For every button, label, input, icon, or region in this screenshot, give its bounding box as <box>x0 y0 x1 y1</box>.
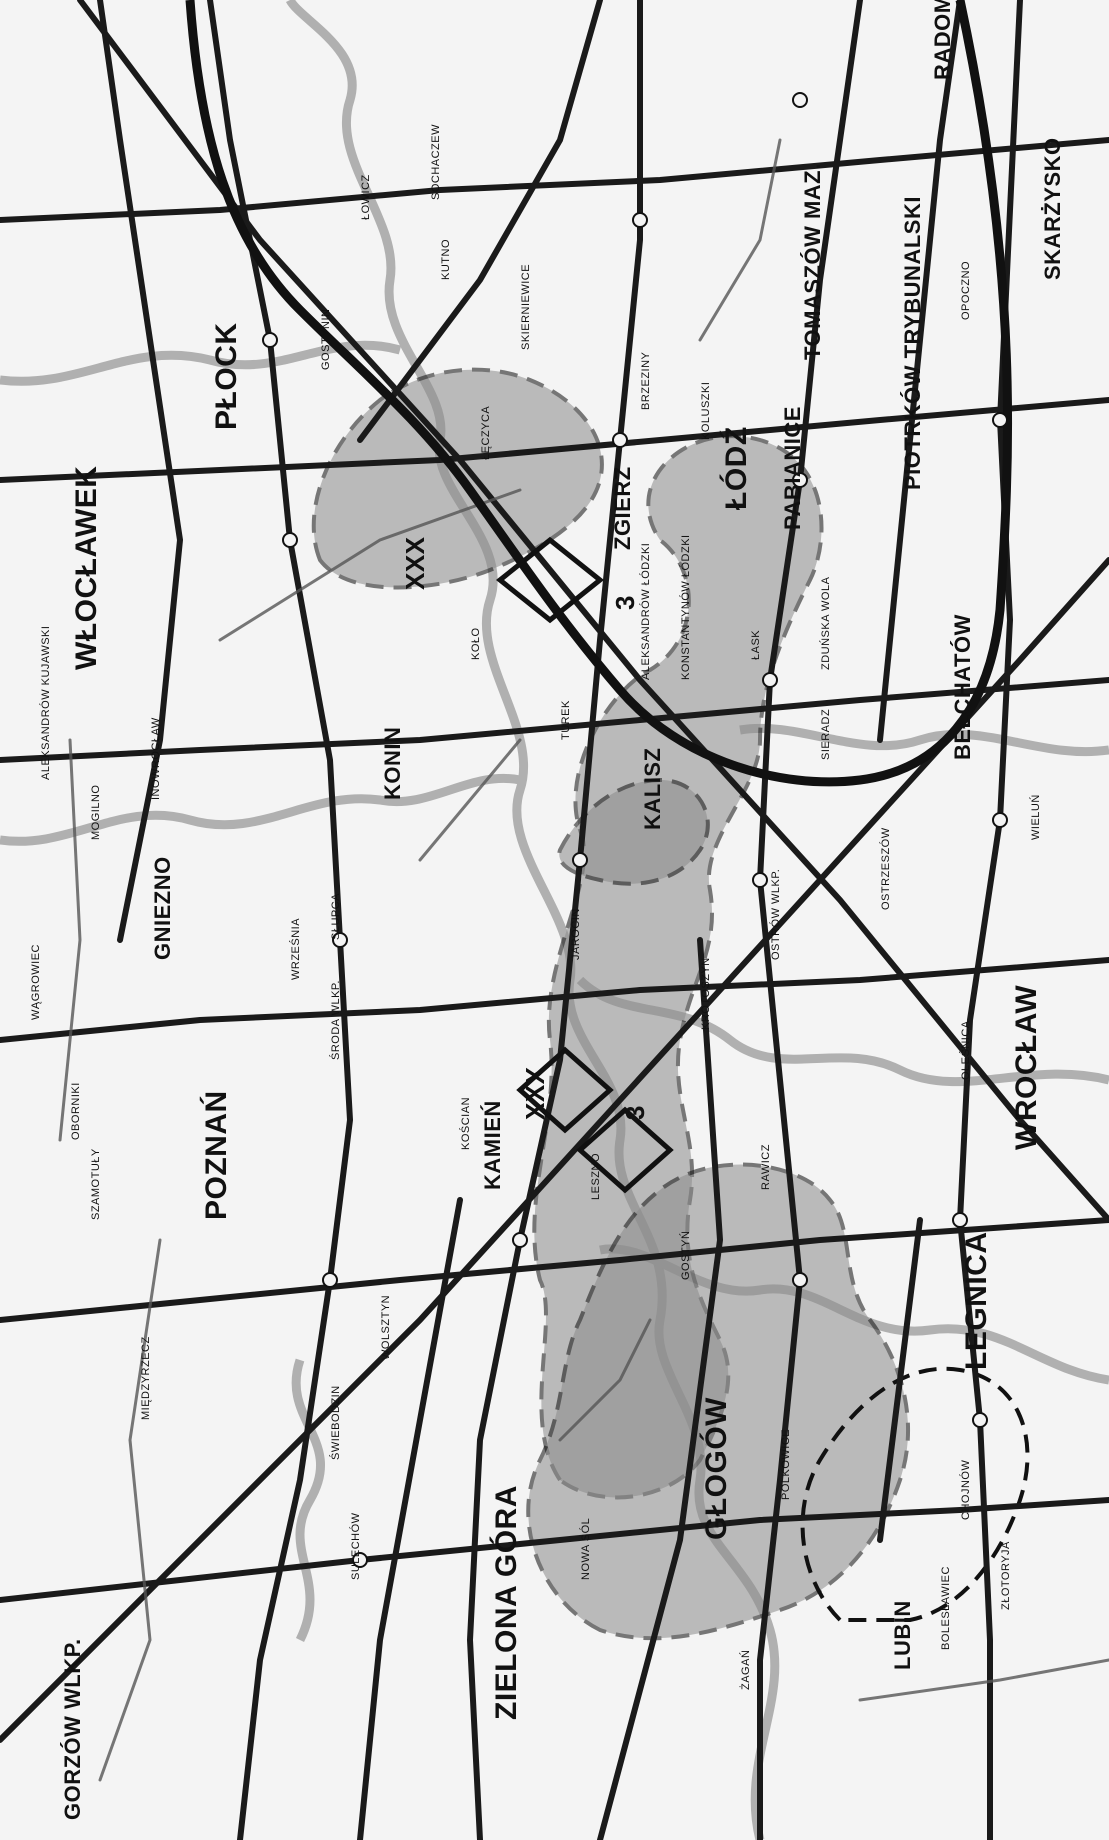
town-label-inowroclaw: INOWROCŁAW <box>150 717 162 800</box>
city-label-belchatow: BEŁCHATÓW <box>950 614 975 760</box>
minor-roads <box>58 138 1109 1782</box>
town-label-krotoszyn: KROTOSZYN <box>700 957 712 1030</box>
town-label-gostynin: GOSTYNIN <box>320 308 332 370</box>
unit-symbol-south-a <box>516 1046 614 1134</box>
city-label-wloclawek: WŁOCŁAWEK <box>70 465 103 670</box>
town-label-wielun: WIELUŃ <box>1030 794 1042 840</box>
town-label-sulechow: SULECHÓW <box>350 1512 362 1580</box>
town-label-gostyn: GOSTYŃ <box>680 1230 692 1280</box>
town-label-olesnica: OLEŚNICA <box>960 1020 972 1080</box>
town-label-pabianice: PABIANICE <box>780 406 805 530</box>
city-label-glogow: GŁOGÓW <box>700 1397 733 1540</box>
unit-b-number: 3 <box>620 1105 650 1120</box>
town-label-oborniki: OBORNIKI <box>70 1082 82 1140</box>
town-label-leczyca: ŁĘCZYCA <box>480 405 492 460</box>
town-label-ostrow: OSTRÓW WLKP. <box>770 868 782 960</box>
town-label-jarocin: JAROCIN <box>570 908 582 960</box>
town-label-mogilno: MOGILNO <box>90 784 102 840</box>
unit-symbol-north <box>495 536 605 624</box>
city-label-wroclaw: WROCŁAW <box>1010 984 1043 1150</box>
town-label-wrzesnia: WRZEŚNIA <box>290 917 302 980</box>
town-label-kolo: KOŁO <box>470 627 482 660</box>
town-label-opoczno: OPOCZNO <box>960 260 972 320</box>
town-label-swiebodzin: ŚWIEBODZIN <box>330 1385 342 1460</box>
town-label-brzeziny: BRZEZINY <box>640 351 652 410</box>
town-label-boleslawiec: BOLESŁAWIEC <box>940 1566 952 1650</box>
city-label-kalisz: KALISZ <box>640 747 665 830</box>
unit-a-number: 3 <box>610 595 640 610</box>
city-label-tomaszow: TOMASZÓW MAZ. <box>800 163 825 360</box>
unit-a-echelon: XXX <box>400 536 430 590</box>
city-label-poznan: POZNAŃ <box>200 1090 233 1220</box>
town-label-aleksandrow-k: ALEKSANDRÓW KUJAWSKI <box>40 625 52 780</box>
town-label-wagrowiec: WĄGROWIEC <box>30 944 42 1020</box>
town-label-aleksandrow-l: ALEKSANDRÓW ŁÓDZKI <box>640 542 652 680</box>
town-label-leszno: LESZNO <box>590 1152 602 1200</box>
town-label-zagan: ŻAGAŃ <box>740 1649 752 1690</box>
town-label-nowa-sol: NOWA SÓL <box>580 1517 592 1580</box>
town-label-chojnow: CHOJNÓW <box>960 1459 972 1520</box>
city-label-radom: RADOM <box>930 0 955 80</box>
city-label-plock: PŁOCK <box>210 322 243 431</box>
town-label-sroda: ŚRODA WLKP. <box>330 980 342 1060</box>
city-label-piotrkow: PIOTRKÓW TRYBUNALSKI <box>900 196 925 490</box>
southwest-zone-outline <box>800 1366 1030 1622</box>
group-label-kamien: KAMIEŃ <box>480 1100 505 1190</box>
unit-symbol-south-b <box>576 1106 674 1194</box>
town-label-gorzow: GORZÓW WLKP. <box>60 1638 85 1820</box>
town-label-sieradz: SIERADZ <box>820 708 832 760</box>
shaded-area-north <box>532 434 824 1500</box>
town-label-rawicz: RAWICZ <box>760 1144 772 1190</box>
city-label-zielona-gora: ZIELONA GÓRA <box>490 1485 523 1720</box>
town-label-zgierz: ZGIERZ <box>610 466 635 550</box>
motorway <box>185 0 1013 787</box>
town-markers <box>262 92 1008 1568</box>
town-label-skierniewice: SKIERNIEWICE <box>520 263 532 350</box>
town-label-slupca: SŁUPCA <box>330 892 342 940</box>
town-label-miedzyrzecz: MIĘDZYRZECZ <box>140 1336 152 1420</box>
city-label-lubin: LUBIN <box>890 1600 915 1670</box>
city-label-lodz: ŁÓDŹ <box>720 426 753 510</box>
city-label-gniezno: GNIEZNO <box>150 856 175 960</box>
town-label-wolsztyn: WOLSZTYN <box>380 1294 392 1360</box>
town-label-kutno: KUTNO <box>440 239 452 280</box>
town-label-zdunska: ZDUŃSKA WOLA <box>820 576 832 670</box>
unit-b-echelon: XXX <box>520 1066 550 1120</box>
city-label-konin: KONIN <box>380 726 405 800</box>
town-label-sochaczew: SOCHACZEW <box>430 124 442 200</box>
town-label-koscian: KOŚCIAN <box>460 1096 472 1150</box>
town-label-lowicz: ŁOWICZ <box>360 174 372 220</box>
town-label-polkowice: POLKOWICE <box>780 1428 792 1500</box>
town-label-turek: TUREK <box>560 700 572 740</box>
town-label-konstantynow: KONSTANTYNÓW ŁÓDZKI <box>680 534 692 680</box>
town-label-szamotuly: SZAMOTUŁY <box>90 1148 102 1220</box>
town-label-zlotoryja: ZŁOTORYJA <box>1000 1541 1012 1610</box>
town-label-lask: ŁASK <box>750 629 762 660</box>
town-label-koluszki: KOLUSZKI <box>700 381 712 440</box>
city-label-legnica: LEGNICA <box>960 1231 993 1371</box>
town-label-ostrzeszow: OSTRZESZÓW <box>880 827 892 910</box>
city-label-skarzysko: SKARŻYSKO <box>1040 137 1065 280</box>
shaded-area-kalisz <box>557 777 710 886</box>
